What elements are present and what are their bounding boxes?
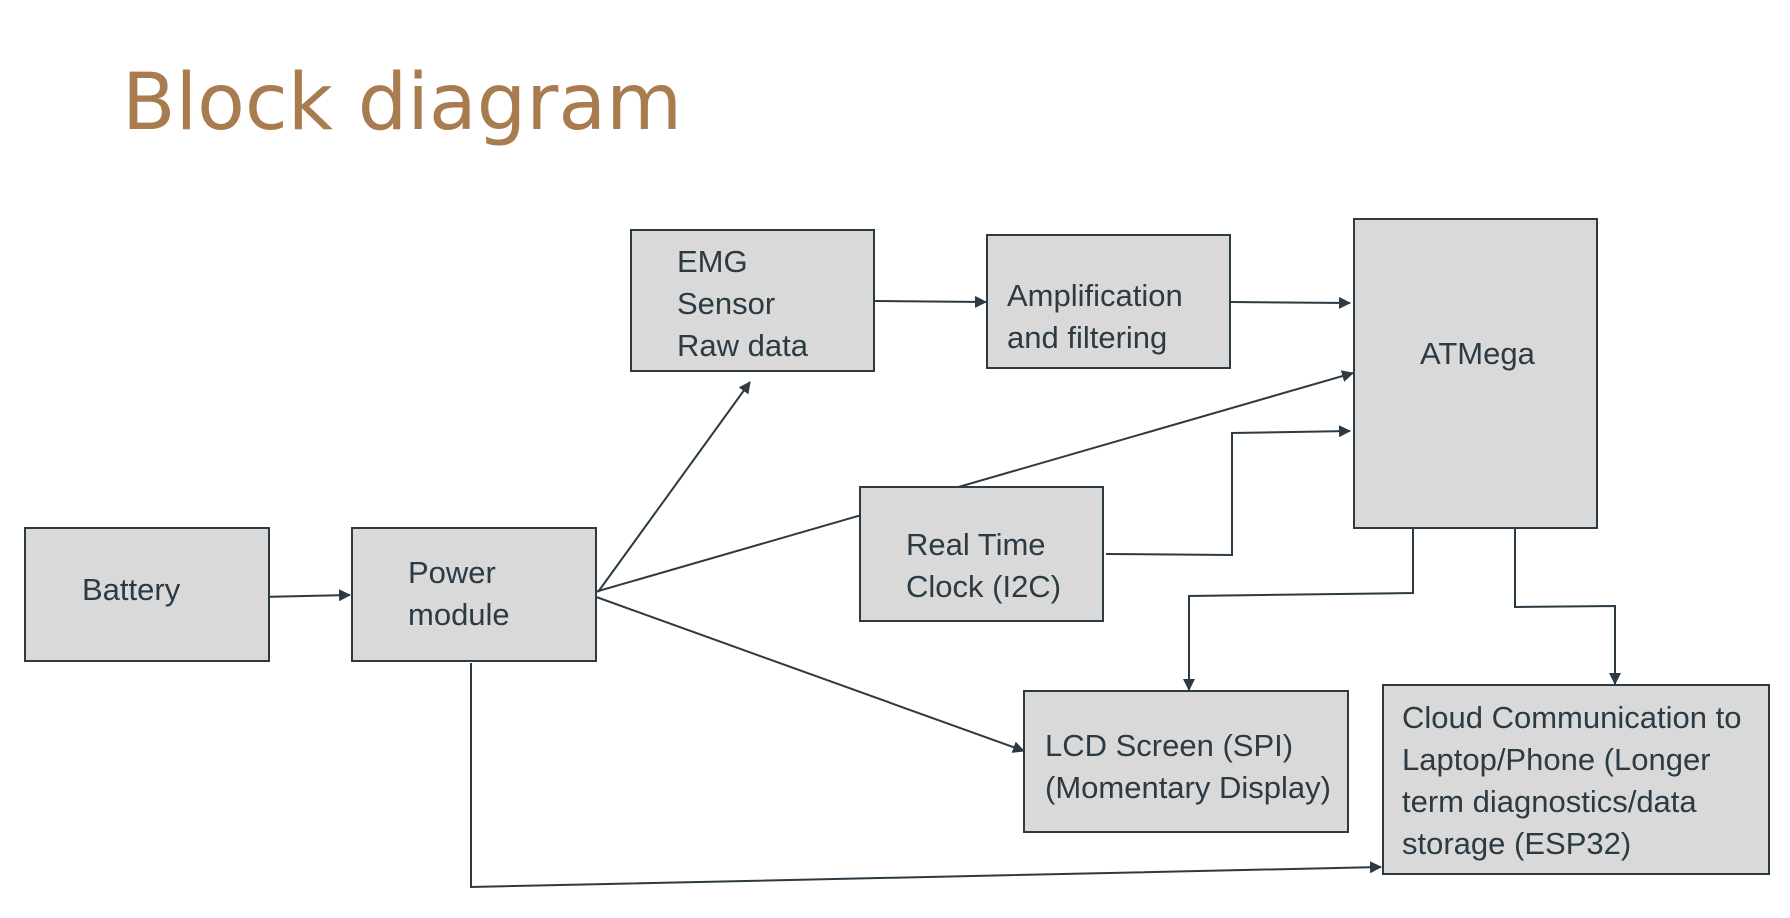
battery-label: Battery [82, 572, 181, 607]
amplification-block: Amplification and filtering [986, 234, 1231, 369]
rtc-block: Real Time Clock (I2C) [859, 486, 1104, 622]
arrow-atmega-to-cloud [1514, 529, 1621, 685]
atmega-block: ATMega [1353, 218, 1598, 529]
lcd-screen-label-line-2: (Momentary Display) [1045, 770, 1331, 805]
rtc-label-line-1: Real Time [906, 527, 1046, 562]
lcd-screen-block: LCD Screen (SPI) (Momentary Display) [1023, 690, 1349, 833]
power-module-label-line-2: module [408, 597, 510, 632]
page-title: Block diagram [122, 58, 683, 148]
lcd-screen-label-line-1: LCD Screen (SPI) [1045, 728, 1294, 763]
cloud-label-line-1: Cloud Communication to [1402, 700, 1742, 735]
arrow-battery-to-power [259, 589, 351, 602]
emg-sensor-label-line-2: Sensor [677, 286, 776, 321]
battery-block: Battery [24, 527, 270, 662]
amplification-label-line-2: and filtering [1007, 320, 1168, 355]
arrow-amp-to-atmega [1230, 296, 1351, 309]
cloud-label-line-2: Laptop/Phone (Longer [1402, 742, 1711, 777]
cloud-label-line-3: term diagnostics/data [1402, 784, 1697, 819]
arrow-power-to-cloud [470, 663, 1382, 889]
arrow-power-to-atmega [587, 370, 1354, 595]
emg-sensor-label-line-3: Raw data [677, 328, 808, 363]
arrow-power-to-lcd [587, 593, 1025, 753]
atmega-label: ATMega [1420, 336, 1535, 371]
arrow-emg-to-amp [874, 295, 987, 308]
arrow-power-to-emg [597, 381, 751, 593]
arrow-atmega-to-lcd [1183, 529, 1414, 691]
power-module-block: Power module [351, 527, 597, 662]
amplification-label-line-1: Amplification [1007, 278, 1183, 313]
emg-sensor-label-line-1: EMG [677, 244, 748, 279]
cloud-label-line-4: storage (ESP32) [1402, 826, 1632, 861]
emg-sensor-block: EMG Sensor Raw data [630, 229, 875, 372]
rtc-label-line-2: Clock (I2C) [906, 569, 1062, 604]
power-module-label-line-1: Power [408, 555, 496, 590]
arrow-rtc-to-atmega [1105, 425, 1351, 557]
cloud-communication-block: Cloud Communication to Laptop/Phone (Lon… [1382, 684, 1770, 875]
